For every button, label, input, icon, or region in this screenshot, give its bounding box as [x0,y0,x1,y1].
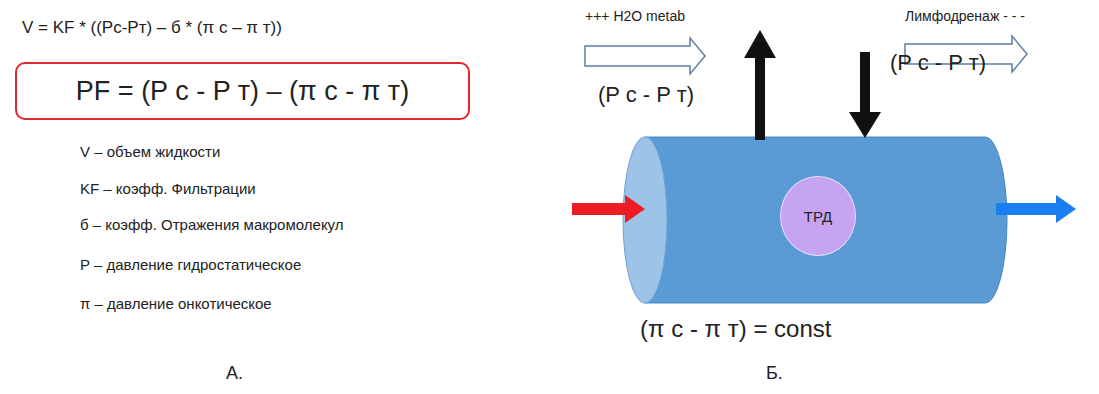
inflow-arrow [585,38,705,74]
trd-ellipse: ТРД [780,176,856,256]
outflow-pressure-arrow [744,30,776,140]
definition: KF – коэфф. Фильтрации [80,180,256,197]
panel-letter: А. [226,363,243,384]
arterial-arrow [572,195,645,223]
definition: π – давление онкотическое [80,295,272,312]
flow-equation: V = KF * ((Pc-Pт) – б * (π c – π т)) [22,18,282,38]
pressure-label: (P c - P т) [890,50,986,75]
formula-box: PF = (P c - P т) – (π c - π т) [15,62,470,120]
inflow-pressure-arrow [849,52,881,138]
pressure-label: (P c - P т) [598,82,694,107]
vessel-end [623,137,667,303]
lymph-label: Лимфодренаж - - - [905,8,1025,24]
inflow-label: +++ H2O metab [585,8,685,24]
definition: V – объем жидкости [80,143,220,160]
venous-arrow [996,195,1076,223]
vessel-body [645,137,1007,303]
node-text: ТРД [804,208,832,225]
node-text: PF = (P c - P т) – (π c - π т) [76,76,409,107]
panel-letter: Б. [766,363,783,384]
oncotic-label: (π c - π т) = const [640,315,831,343]
definition: P – давление гидростатическое [80,256,301,273]
definition: б – коэфф. Отражения макромолекул [80,216,344,233]
